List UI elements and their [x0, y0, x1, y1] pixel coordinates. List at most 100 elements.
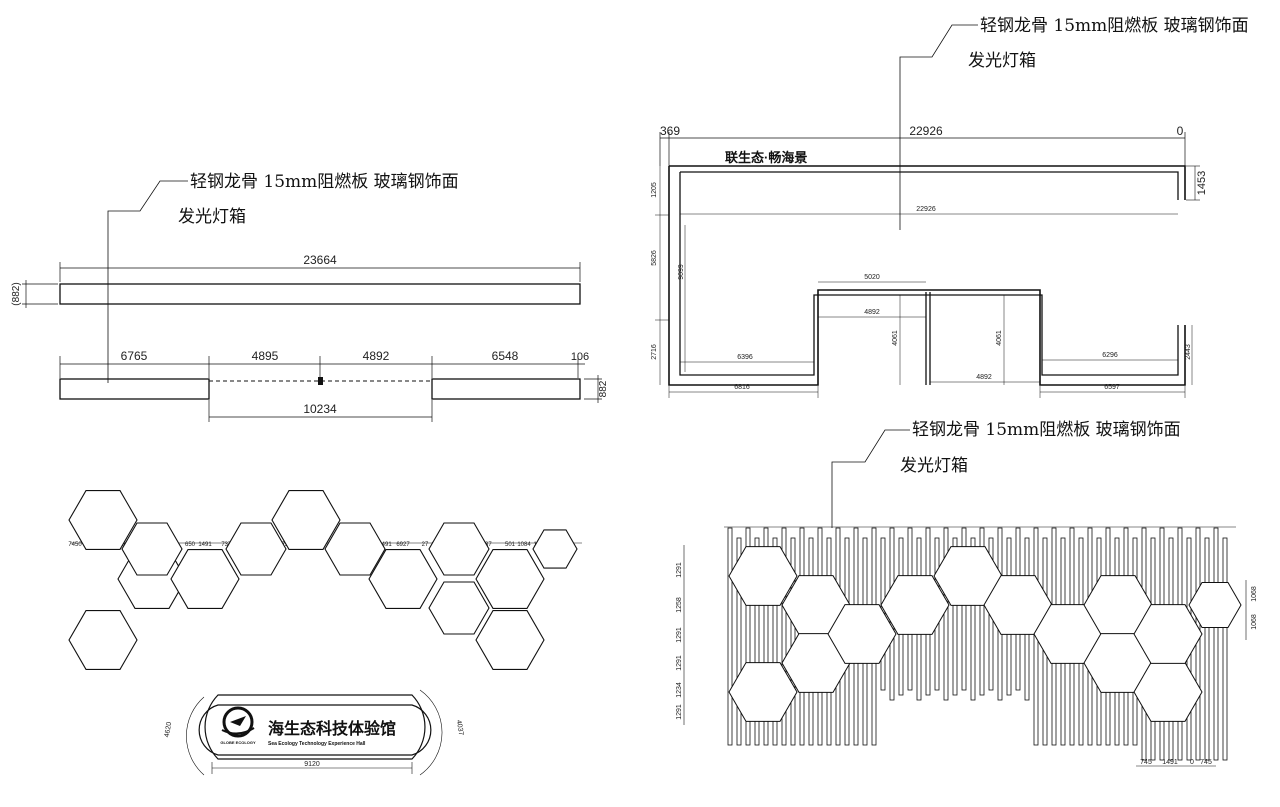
dim-left-mid: 5826 [651, 250, 658, 266]
dim-right-height: 1453 [1196, 171, 1208, 195]
plan-view: 轻钢龙骨 15mm阻燃板 玻璃钢饰面 发光灯箱 369 22926 0 联生态·… [651, 16, 1249, 398]
hexagon-panel [475, 610, 545, 670]
plaque-left-dim: 4620 [164, 721, 174, 738]
dim-side-height: 882 [598, 380, 609, 397]
hexagon-panel [428, 581, 490, 635]
dim-bottom-right-outer: 6597 [1104, 384, 1120, 391]
hex-dim-label: 1084 [517, 542, 531, 548]
hexagon-panel [68, 490, 138, 550]
hexagon-panel [121, 522, 183, 576]
dim-notch-bottom: 4892 [976, 374, 992, 381]
hexagon-panel [324, 522, 386, 576]
dim-top-zero: 0 [1177, 124, 1184, 138]
vertical-tube [1222, 537, 1228, 761]
center-post [318, 377, 323, 385]
hex-dim-label: 7450 [68, 542, 82, 548]
tube-left-dim: 1291 [676, 627, 683, 643]
plaque-width: 9120 [304, 761, 320, 768]
vertical-tube [781, 527, 787, 746]
annotation-lightbox: 发光灯箱 [968, 51, 1036, 71]
hexagon-panel [827, 604, 897, 664]
dim-seg-2: 4895 [252, 349, 279, 363]
hexagon-panel [68, 610, 138, 670]
hexagon-panel [1133, 604, 1203, 664]
hexagon-panel [728, 662, 798, 722]
vertical-tube [754, 537, 760, 746]
dim-seg-5: 106 [571, 351, 589, 363]
hex-dim-label: 72 [282, 542, 289, 548]
annotation-material: 轻钢龙骨 15mm阻燃板 玻璃钢饰面 [980, 16, 1249, 36]
hex-dim-label: 501 [505, 542, 516, 548]
hexagon-panel [225, 522, 287, 576]
dim-notch-depth-right: 4061 [996, 330, 1003, 346]
vertical-tube [979, 527, 985, 696]
annotation-material: 轻钢龙骨 15mm阻燃板 玻璃钢饰面 [912, 420, 1181, 440]
hexagon-panel [880, 575, 950, 635]
hex-elevation: 7450149169677360148673666501491737372149… [68, 490, 582, 670]
hexagon-panel [532, 529, 578, 569]
dim-notch-width: 5020 [864, 274, 880, 281]
dim-notch-inner: 4892 [864, 309, 880, 316]
plan-outline [668, 165, 1186, 386]
dimension-arc [186, 696, 205, 776]
tube-elevation: 轻钢龙骨 15mm阻燃板 玻璃钢饰面 发光灯箱 1291 1258 1291 1… [676, 420, 1258, 767]
hex-dim-label: 1491 [198, 542, 212, 548]
leader-line [899, 24, 978, 230]
dim-inner-height: 9099 [678, 264, 685, 280]
hexagon-panel [170, 549, 240, 609]
dim-left-top: 1205 [651, 182, 658, 198]
dim-opening: 10234 [303, 402, 337, 416]
tube-bottom-dim: 1491 [1162, 759, 1178, 766]
plaque-subtitle: Sea Ecology Technology Experience Hall [268, 741, 366, 747]
annotation-lightbox: 发光灯箱 [178, 207, 246, 227]
annotation-lightbox: 发光灯箱 [900, 456, 968, 476]
dim-height: (882) [11, 282, 22, 305]
plan-sign-text: 联生态·畅海景 [725, 150, 807, 165]
dim-top-main: 22926 [909, 124, 943, 138]
hex-dim-label: 6927 [396, 542, 410, 548]
plaque-right-dim: 4037 [455, 719, 465, 736]
logo-plaque: GLOBE ECOLOGY 海生态科技体验馆 Sea Ecology Techn… [164, 689, 465, 776]
dim-bottom-right-inner: 6296 [1102, 352, 1118, 359]
tube-bottom-dim: 745 [1200, 759, 1212, 766]
tube-left-dim: 1291 [676, 655, 683, 671]
vertical-tube [1204, 537, 1210, 761]
hex-dim-label: 1491 [378, 542, 392, 548]
dim-notch-depth-left: 4061 [892, 330, 899, 346]
tube-left-dim: 1258 [676, 597, 683, 613]
leader-line [831, 429, 910, 528]
hexagon-panel [368, 549, 438, 609]
vertical-tube [736, 537, 742, 746]
dim-bottom-left-inner: 6396 [737, 354, 753, 361]
lightbox-left-block [59, 378, 210, 400]
vertical-tube [763, 527, 769, 746]
tube-right-dim: 1068 [1251, 586, 1258, 602]
plaque-title: 海生态科技体验馆 [268, 719, 396, 738]
tube-left-dim: 1291 [676, 562, 683, 578]
plaque-emblem-icon [221, 706, 255, 738]
hex-dim-label: 650 [185, 542, 196, 548]
tube-right-dim: 1068 [1251, 614, 1258, 630]
vertical-tube [1213, 527, 1219, 761]
hexagon-panel [475, 549, 545, 609]
annotation-material: 轻钢龙骨 15mm阻燃板 玻璃钢饰面 [190, 172, 459, 192]
plaque-inner-frame [198, 704, 432, 756]
tube-left-dim: 1291 [676, 704, 683, 720]
hexagon-panel [428, 522, 490, 576]
plan-inner-outline [679, 171, 1179, 376]
vertical-tube [970, 537, 976, 701]
plaque-emblem-text: GLOBE ECOLOGY [220, 740, 256, 745]
vertical-tube [952, 537, 958, 696]
tube-bottom-dim: 0 [1190, 759, 1194, 766]
hexagon-panel [271, 490, 341, 550]
dim-seg-4: 6548 [492, 349, 519, 363]
hex-dim-label: 27 [422, 542, 429, 548]
dim-bottom-left-outer: 6816 [734, 384, 750, 391]
hexagon-panel [728, 546, 798, 606]
left-dimension-labels: 1291 1258 1291 1291 1234 1291 [676, 562, 683, 720]
dim-top-369: 369 [660, 124, 680, 138]
dim-seg-3: 4892 [363, 349, 390, 363]
vertical-tube [961, 527, 967, 691]
hex-cluster-right [728, 546, 1242, 722]
dim-left-bottom: 2716 [651, 344, 658, 360]
